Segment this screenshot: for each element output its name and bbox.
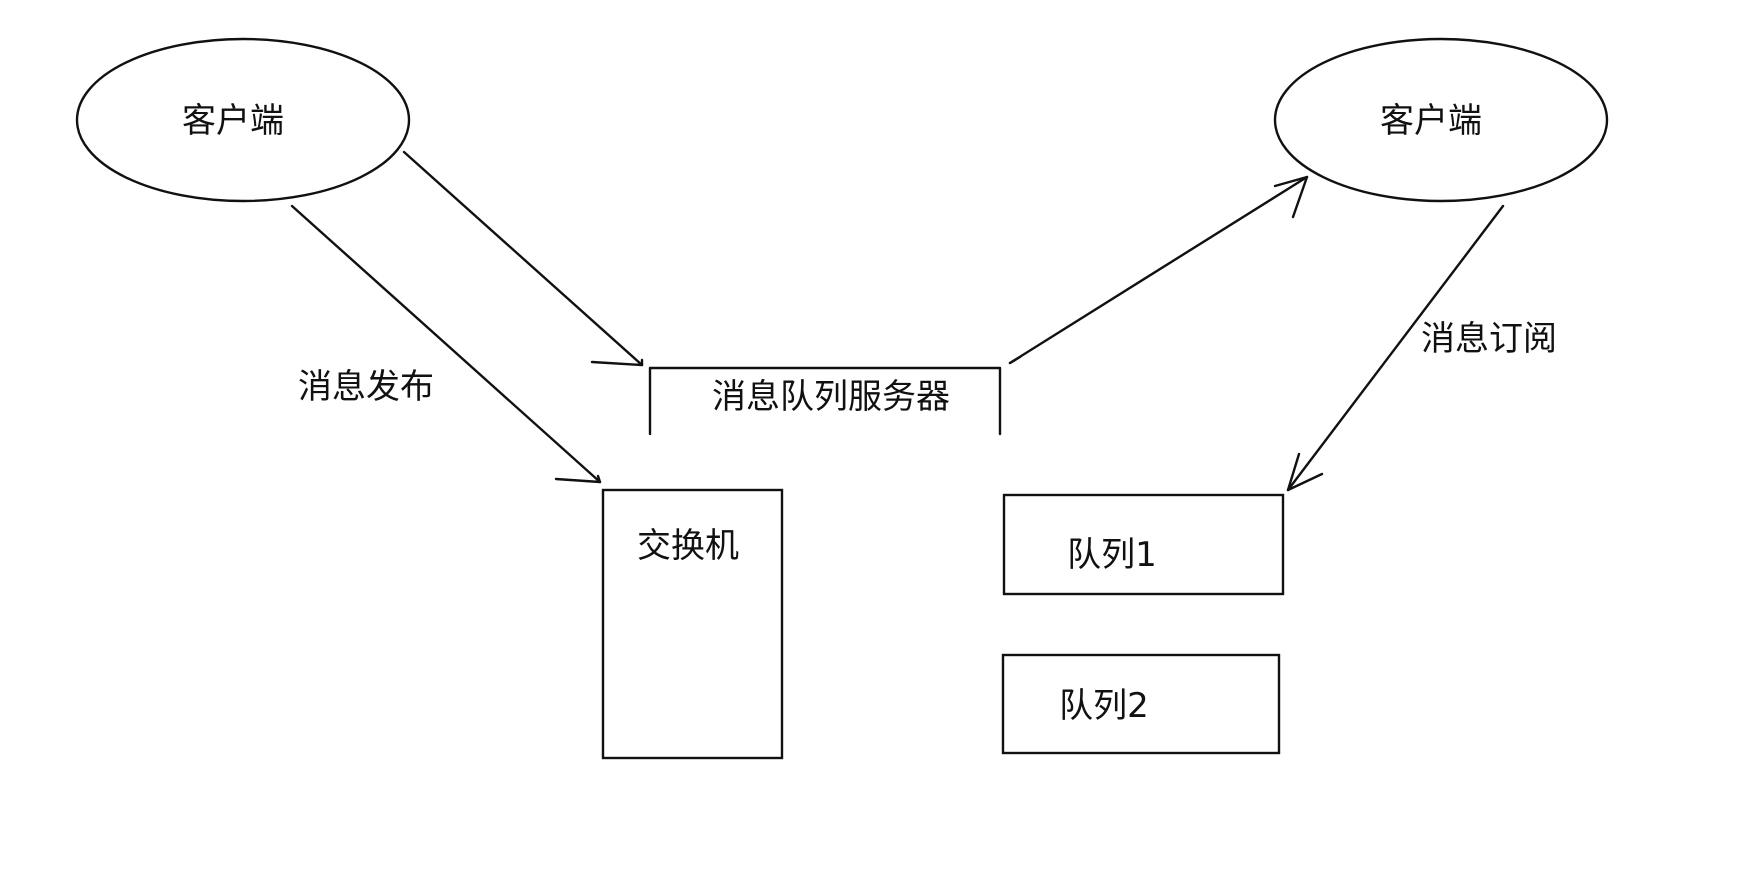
client-right-shape [1273, 37, 1609, 203]
arrow-client-left-to-server [402, 150, 644, 367]
server-node: 消息队列服务器 [648, 366, 1002, 436]
client-right-label: 客户端 [1380, 101, 1482, 141]
client-left-shape [75, 37, 411, 203]
queue2-label: 队列2 [1059, 686, 1149, 726]
queue1-node: 队列1 [1002, 493, 1285, 596]
edge-label-subscribe: 消息订阅 [1421, 319, 1557, 359]
arrow-tail-tick [1008, 355, 1022, 365]
queue2-node: 队列2 [1001, 653, 1281, 755]
arrowhead [1273, 175, 1309, 219]
server-label: 消息队列服务器 [712, 377, 950, 417]
exchange-node: 交换机 [601, 488, 784, 760]
arrow-line [1008, 175, 1309, 365]
arrowhead [554, 474, 602, 484]
edge-label-publish: 消息发布 [298, 367, 434, 407]
arrow-line [402, 150, 644, 367]
arrow-server-to-client-right [1008, 175, 1309, 365]
queue2-box [1001, 653, 1281, 755]
arrow-subscribe-to-queue1 [1286, 204, 1505, 492]
arrowhead [590, 358, 644, 367]
server-bracket [648, 366, 1002, 436]
arrowhead [1286, 452, 1324, 492]
arrow-publish-to-exchange [290, 204, 602, 484]
client-node-right: 客户端 [1273, 37, 1609, 203]
queue1-box [1002, 493, 1285, 596]
arrow-line [1286, 204, 1505, 492]
client-node-left: 客户端 [75, 37, 411, 203]
queue1-label: 队列1 [1067, 535, 1157, 575]
arrow-line [290, 204, 602, 484]
exchange-box [601, 488, 784, 760]
client-left-label: 客户端 [182, 101, 284, 141]
exchange-label: 交换机 [637, 526, 739, 566]
